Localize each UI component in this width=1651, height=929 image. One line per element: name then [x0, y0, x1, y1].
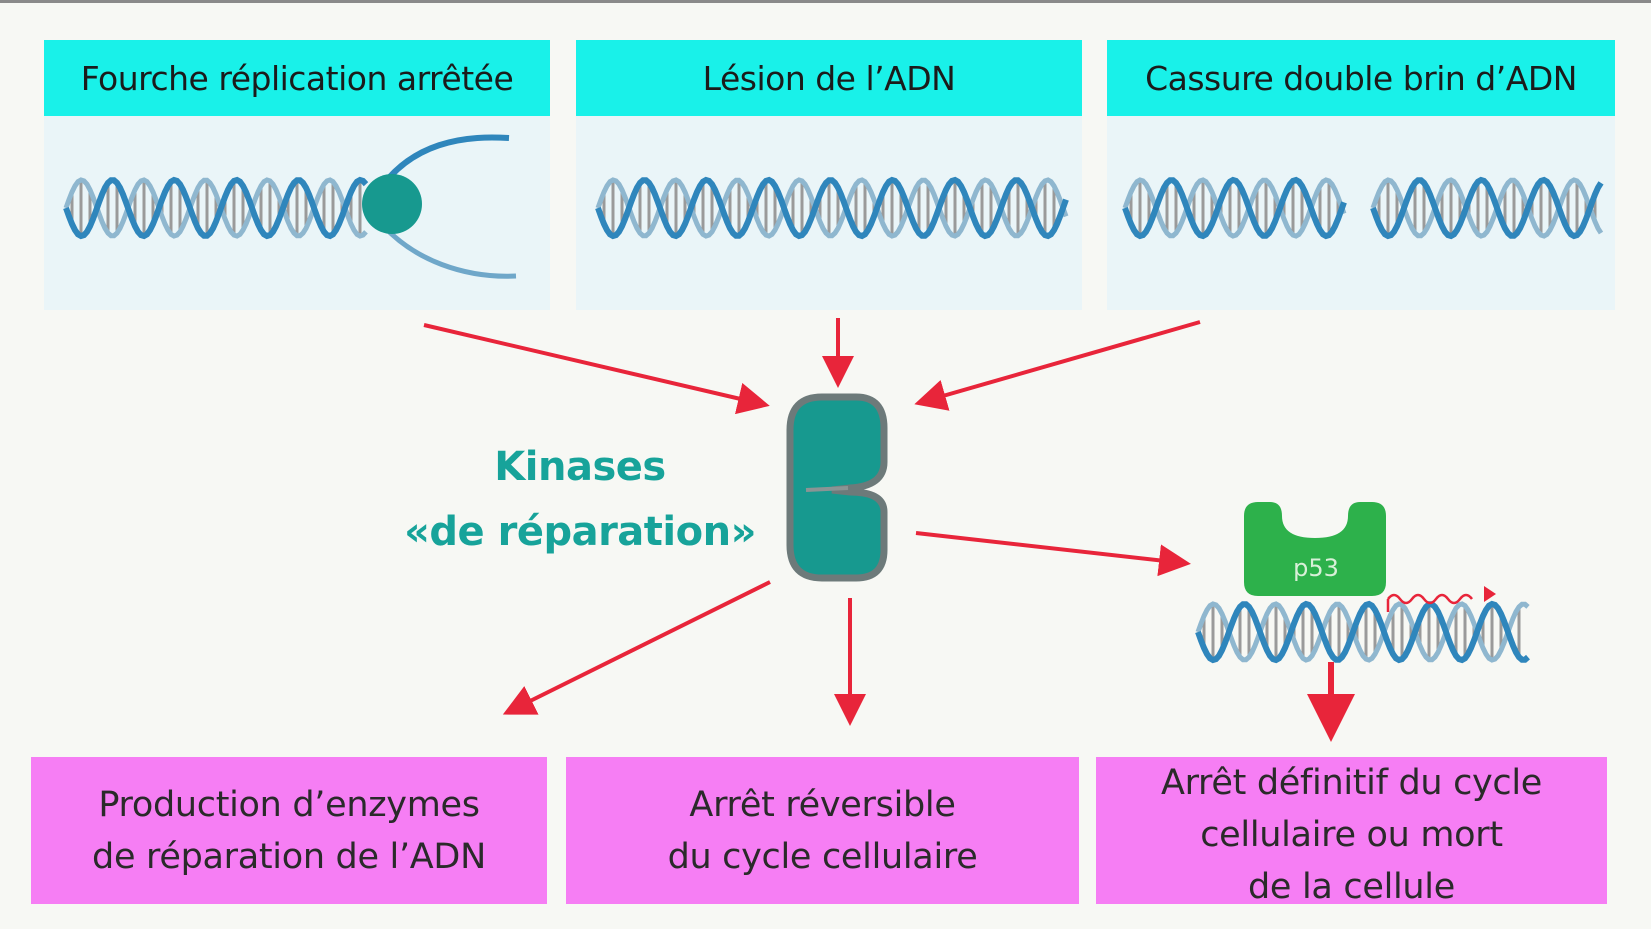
- double-strand-break-illustration: [1122, 176, 1604, 240]
- p53-dna-helix-icon: [1195, 600, 1530, 664]
- dna-helix-icon: [595, 176, 1069, 240]
- trigger-header: Fourche réplication arrêtée: [44, 40, 550, 116]
- transcript-wave: [1387, 593, 1473, 605]
- dna-helix-right-icon: [1370, 176, 1604, 240]
- trigger-stalled-fork: Fourche réplication arrêtée: [44, 40, 550, 310]
- dna-strand-front: [1370, 176, 1604, 240]
- p53-label: p53: [1293, 554, 1339, 582]
- dna-strand-front: [63, 176, 369, 240]
- dna-strand-back: [1122, 177, 1347, 239]
- kinase-label-line1: Kinases: [494, 444, 666, 490]
- outcome-definitive-arrest: Arrêt définitif du cycle cellulaire ou m…: [1096, 757, 1607, 907]
- trigger-double-strand-break: Cassure double brin d’ADN: [1107, 40, 1615, 310]
- dna-strand-back: [595, 177, 1069, 239]
- outcome-repair-enzymes: Production d’enzymes de réparation de l’…: [31, 757, 547, 904]
- trigger-illustration: [1107, 116, 1615, 310]
- arrow-kinase-to-p53: [915, 531, 1191, 577]
- trigger-illustration: [44, 116, 550, 310]
- outcome-reversible-arrest: Arrêt réversible du cycle cellulaire: [566, 757, 1079, 904]
- dna-strand-back: [63, 177, 368, 239]
- dna-strand-front: [1122, 176, 1347, 240]
- polymerase-icon: [362, 174, 422, 234]
- trigger-header: Lésion de l’ADN: [576, 40, 1082, 116]
- top-border: [0, 0, 1651, 3]
- dna-lesion-illustration: [595, 176, 1069, 240]
- dna-strand-back: [1195, 601, 1530, 663]
- trigger-illustration: [576, 116, 1082, 310]
- trigger-header: Cassure double brin d’ADN: [1107, 40, 1615, 116]
- kinase-label: Kinases «de réparation»: [380, 435, 780, 565]
- p53-protein-icon: [1244, 502, 1386, 596]
- arrow-break-to-kinase: [914, 320, 1201, 411]
- outcome-text: Production d’enzymes de réparation de l’…: [92, 784, 486, 877]
- kinase-label-line2: «de réparation»: [404, 509, 756, 555]
- stalled-fork-illustration: [63, 134, 517, 279]
- dna-helix-icon: [63, 176, 369, 240]
- transcript-arrowhead: [1484, 586, 1496, 602]
- outcome-text: Arrêt définitif du cycle cellulaire ou m…: [1160, 763, 1543, 907]
- dna-helix-left-icon: [1122, 176, 1347, 240]
- dna-strand-front: [595, 176, 1069, 240]
- arrow-fork-to-kinase: [423, 323, 770, 415]
- trigger-dna-lesion: Lésion de l’ADN: [576, 40, 1082, 310]
- dna-strand-back: [1370, 177, 1604, 239]
- dna-strand-front: [1195, 600, 1530, 664]
- outcome-text: Arrêt réversible du cycle cellulaire: [667, 784, 978, 877]
- kinase-icon: [786, 393, 888, 582]
- arrow-kinase-to-repair-enzymes: [502, 580, 771, 715]
